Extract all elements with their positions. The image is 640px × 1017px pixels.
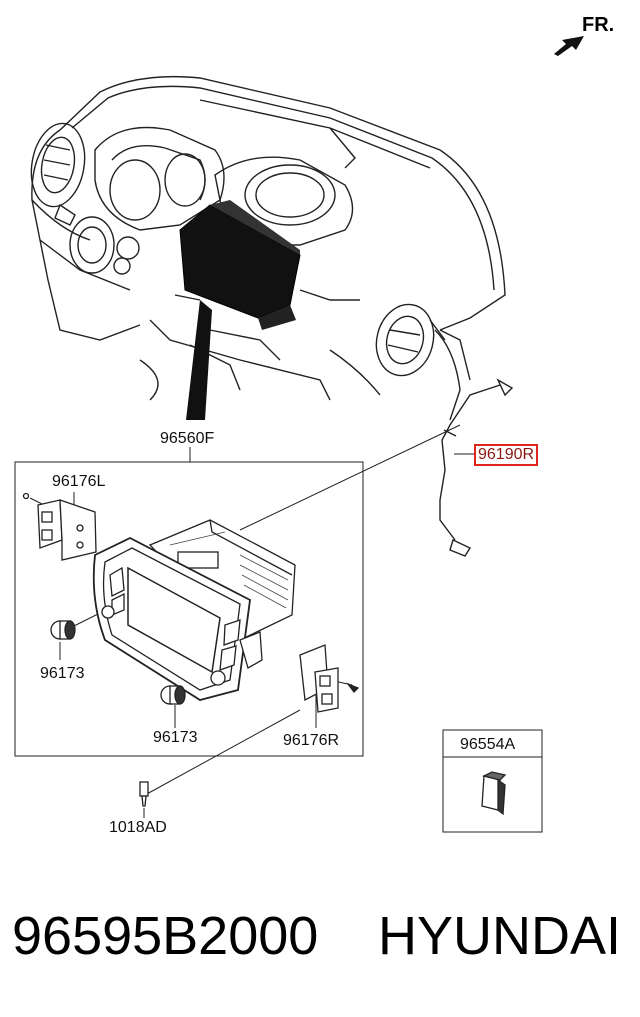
head-unit	[92, 519, 296, 701]
label-display-unit: 96560F	[160, 430, 215, 447]
left-bracket	[22, 492, 97, 561]
label-sd-card: 96554A	[460, 736, 516, 753]
label-screw: 1018AD	[109, 819, 167, 836]
sd-card-icon	[481, 771, 507, 816]
front-label: FR.	[582, 14, 615, 36]
front-arrow-icon	[554, 36, 584, 56]
sd-card-box	[442, 729, 543, 833]
exploded-view-frame	[14, 461, 364, 757]
right-bracket	[299, 644, 360, 713]
label-bracket-right: 96176R	[283, 732, 340, 749]
antenna-cable	[434, 329, 514, 557]
label-bracket-left: 96176L	[52, 473, 106, 490]
label-knob-lower: 96173	[153, 729, 198, 746]
label-knob-upper: 96173	[40, 665, 85, 682]
brand-name: HYUNDAI	[378, 906, 622, 966]
screw	[139, 781, 149, 807]
footer-caption: 96595B2000 HYUNDAI	[0, 900, 640, 980]
label-antenna-cable: 96190R	[474, 444, 539, 466]
front-direction-indicator: FR.	[552, 12, 632, 56]
head-unit-housing	[179, 200, 301, 420]
part-number: 96595B2000	[12, 906, 319, 966]
dashboard-illustration	[30, 75, 506, 401]
knobs	[50, 620, 186, 705]
parts-diagram	[14, 75, 543, 833]
